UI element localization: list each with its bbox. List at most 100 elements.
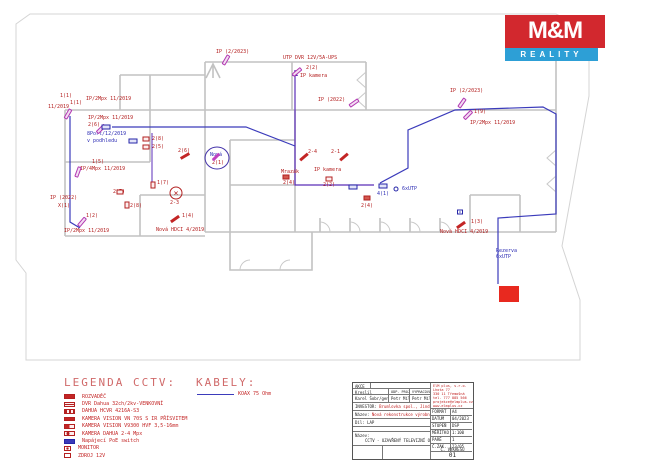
legend-item-label: ROZVADĚČ [82, 393, 107, 400]
tb-meta-key: MĚŘÍTKO [431, 430, 451, 437]
tb-akce-spacer [371, 383, 431, 389]
device-box-icon [363, 195, 371, 201]
plan-label: IP kamera [314, 167, 342, 173]
kabely-title: KABELY: [196, 376, 257, 389]
tb-meta-value: A4 [452, 409, 457, 414]
tb-meta-value: 23/05 [452, 444, 465, 450]
legend-item-label: KAMERA VISION VN 70S S IR PŘÍSVITEM [82, 415, 188, 422]
plan-label: 2(8) [152, 136, 165, 142]
plan-label: IP/2Mpx 11/2019 [88, 115, 134, 121]
tb-col-projektant: ODP. PROJEKTANT [389, 389, 410, 395]
legend-item: KAMERA VISION VN 70S S IR PŘÍSVITEM [64, 415, 187, 422]
plan-label: Nová HDCI 4/2019 [440, 229, 489, 235]
tb-meta-value: 1 [452, 437, 455, 443]
tb-nazev2-value: CCTV - UZAVŘENÝ TELEVIZNÍ OKRUH [365, 438, 431, 443]
plan-label: 1(9) [474, 109, 487, 115]
plan-label: IP (2022) [318, 97, 346, 103]
legend-half-icon [64, 423, 75, 429]
tb-bottom-left [353, 446, 383, 459]
plan-label: Nová HDCI 4/2019 [156, 227, 205, 233]
plan-label: v podhledu [87, 138, 118, 144]
legend-item-label: DAHUA HCVR 4216A-S3 [82, 408, 140, 415]
legend-item: KAMERA DAHUA 2-4 Mpx [64, 430, 187, 437]
device-box-icon: × [457, 209, 463, 215]
plan-label: IP/2Mpx 11/2019 [86, 96, 132, 102]
coax-cable-line [197, 394, 234, 395]
cable-utp-main [294, 70, 374, 186]
legend-lined-icon [64, 401, 75, 407]
plan-label: 2(4) [283, 180, 296, 186]
plan-label: Rezerva [496, 248, 518, 254]
tb-investor-row: INVESTOR: Brumlovka spol., Jindřicha 23,… [353, 403, 431, 411]
device-box-icon [142, 136, 150, 142]
tb-dil-value: LAP [367, 420, 375, 425]
plan-label: 2(2) [306, 65, 319, 71]
tb-nazev2-label: Název: [355, 433, 370, 438]
plan-label: 2(6) [88, 122, 101, 128]
tb-company-line: projekce@elmplus.cz [433, 400, 473, 404]
kabely-section: KABELY: KOAX 75 Ohm [196, 376, 271, 397]
plan-label: 6xUTP [402, 186, 418, 192]
legend-item-label: ZDROJ 12V [78, 452, 106, 459]
tb-investor-value: Brumlovka spol., Jindřicha 23, Rokycany [379, 404, 430, 409]
plan-label: UTP DVR 12V/5A-UPS [283, 55, 338, 61]
cable-right-loop [379, 106, 557, 284]
tb-col-kreslil: Kreslil [353, 389, 389, 395]
tb-drawing-name-row: Název: CCTV - UZAVŘENÝ TELEVIZNÍ OKRUH [353, 432, 431, 446]
mm-reality-logo: M&M REALITY [505, 15, 605, 62]
plan-label: 4(1) [377, 191, 390, 197]
legend-item: ZDROJ 12V [64, 452, 187, 459]
coax-cable-label: KOAX 75 Ohm [238, 391, 272, 397]
switch-icon [378, 183, 388, 189]
switch-icon [348, 184, 358, 190]
tb-meta-key: DATUM [431, 416, 451, 423]
cable-runs [69, 70, 557, 284]
plan-label: 1(7) [157, 180, 170, 186]
tb-bottom-mid [383, 446, 431, 459]
tb-meta-key: Č.ZAK. [431, 444, 451, 451]
legend-dotl-icon [64, 431, 75, 437]
plan-label: 1(3) [471, 219, 484, 225]
tb-name-projektant: Petr Míl [389, 395, 410, 403]
plan-label: 1(5) [92, 159, 105, 165]
plan-label: IP/2Mpx 11/2019 [64, 228, 110, 234]
plan-label: 2(2) [323, 182, 336, 188]
legend-title: LEGENDA CCTV: [64, 376, 177, 389]
plan-label: 1(4) [182, 213, 195, 219]
tb-company-line: 330 11 Třemošná [433, 392, 465, 396]
tb-company-line: tel. 777 885 566 [433, 396, 467, 400]
reserve-marker [499, 286, 519, 302]
legend-dot-icon [64, 445, 71, 451]
legend-z-icon [64, 453, 71, 459]
switch-icon [101, 124, 111, 130]
tb-col-vypracoval: VYPRACOVAL [410, 389, 431, 395]
plan-label: 1(1) [60, 93, 73, 99]
tb-vykres-label: Č. VÝKRESU [440, 447, 465, 452]
tb-company-line: www.elmplus.cz [433, 404, 463, 408]
tb-investor-label: INVESTOR: [355, 404, 377, 409]
dome-camera-icon: ✕ [169, 186, 183, 200]
tb-company-line: Lhota 77 [433, 388, 450, 392]
utp-port-icon [393, 186, 399, 192]
plan-label: IP (2022) [50, 195, 78, 201]
plan-label: IP kamera [300, 73, 328, 79]
plan-label: 11/2019 [48, 104, 70, 110]
legend-solid-icon [64, 394, 75, 400]
tb-vykres-value: 01 [448, 452, 457, 459]
tb-akce: AKCE [353, 383, 371, 389]
legend-item: DAHUA HCVR 4216A-S3 [64, 408, 187, 415]
tb-meta-value: DSP [452, 423, 460, 429]
plan-label: X(1) [58, 203, 71, 209]
tb-dil-row: Díl: LAP [353, 419, 431, 427]
plan-label: 1(1) [70, 100, 83, 106]
device-box-icon [116, 189, 124, 195]
title-block: AKCE Kreslil ODP. PROJEKTANT VYPRACOVAL … [352, 382, 474, 460]
legend-bar-icon [64, 416, 75, 421]
plan-label: IP (2/2023) [450, 88, 484, 94]
